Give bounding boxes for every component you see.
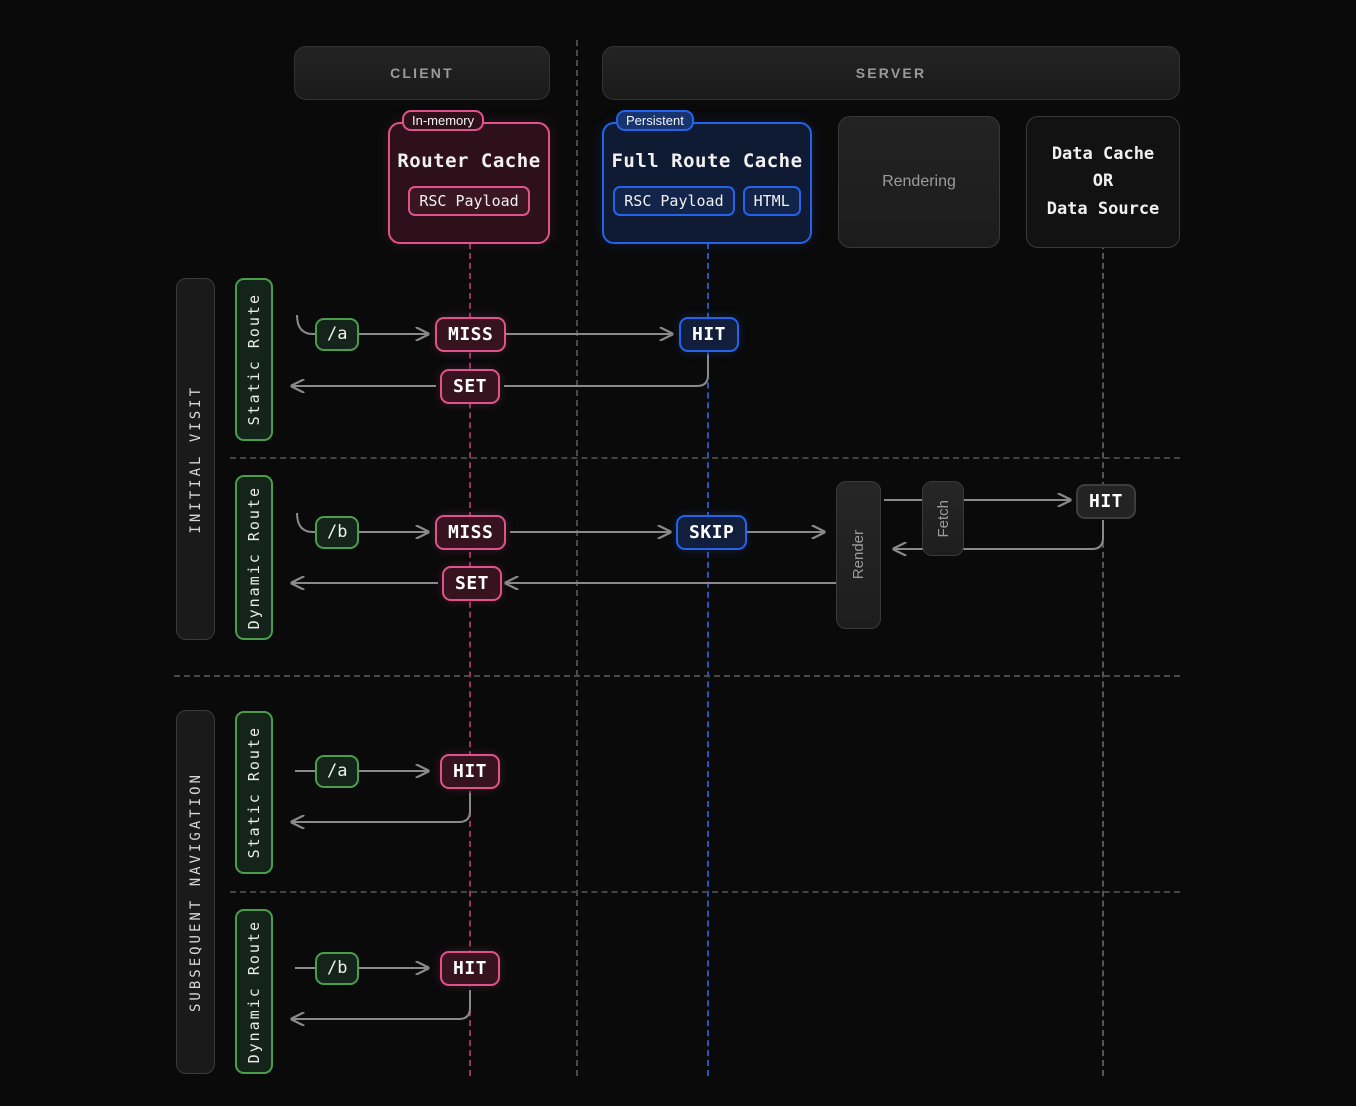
- lane-header-server: SERVER: [602, 46, 1180, 100]
- router-cache-title: Router Cache: [397, 150, 541, 172]
- data-cache-status-row2: HIT: [1076, 484, 1137, 520]
- full-route-cache-status-row2: SKIP: [676, 515, 748, 551]
- data-cache-or-data-source-box: Data Cache OR Data Source: [1026, 116, 1180, 248]
- full-route-cache-chip-html: HTML: [742, 186, 801, 216]
- path-pill-row4[interactable]: /b: [315, 952, 360, 985]
- route-label-static-initial: Static Route: [235, 278, 273, 441]
- router-cache-status-row2: MISS: [435, 515, 507, 551]
- full-route-cache-chips: RSC Payload HTML: [613, 186, 801, 216]
- route-label-static-initial-text: Static Route: [245, 293, 263, 426]
- full-route-cache-status-row1: HIT: [679, 317, 740, 353]
- data-cache-lifeline: [1102, 243, 1104, 1076]
- rendering-box: Rendering: [838, 116, 1000, 248]
- router-cache-status-row4: HIT: [440, 951, 501, 987]
- lane-header-client-label: CLIENT: [390, 65, 454, 81]
- render-process-label: Render: [850, 530, 867, 580]
- full-route-cache-box: Persistent Full Route Cache RSC Payload …: [602, 110, 812, 244]
- fetch-process-box: Fetch: [922, 481, 964, 556]
- route-label-dynamic-initial: Dynamic Route: [235, 475, 273, 640]
- row-separator-initial: [230, 457, 1180, 459]
- router-cache-chips: RSC Payload: [408, 186, 530, 216]
- data-source-line-3: Data Source: [1046, 198, 1160, 219]
- router-cache-status-row3: HIT: [440, 754, 501, 790]
- full-route-cache-title: Full Route Cache: [611, 150, 803, 172]
- rendering-box-label: Rendering: [882, 173, 956, 190]
- router-cache-box: In-memory Router Cache RSC Payload: [388, 110, 550, 244]
- full-route-cache-lifeline: [707, 243, 709, 1076]
- route-label-dynamic-initial-text: Dynamic Route: [245, 485, 263, 630]
- route-label-static-subsequent: Static Route: [235, 711, 273, 874]
- route-label-static-subsequent-text: Static Route: [245, 726, 263, 859]
- fetch-process-label: Fetch: [934, 499, 952, 538]
- section-label-subsequent-navigation-text: SUBSEQUENT NAVIGATION: [187, 771, 204, 1012]
- full-route-cache-tag: Persistent: [616, 110, 694, 131]
- path-pill-row3[interactable]: /a: [315, 755, 360, 788]
- lane-header-server-label: SERVER: [855, 65, 927, 81]
- path-pill-row2[interactable]: /b: [315, 516, 360, 549]
- section-label-initial-visit-text: INITIAL VISIT: [187, 384, 204, 534]
- router-cache-chip-rsc-payload: RSC Payload: [408, 186, 530, 216]
- route-label-dynamic-subsequent: Dynamic Route: [235, 909, 273, 1074]
- data-source-line-2: OR: [1092, 171, 1114, 192]
- row-separator-subsequent: [230, 891, 1180, 893]
- router-cache-status-row1: MISS: [435, 317, 507, 353]
- router-cache-set-row2: SET: [442, 566, 503, 602]
- data-source-line-1: Data Cache: [1051, 143, 1155, 164]
- router-cache-lifeline: [469, 243, 471, 1076]
- path-pill-row1[interactable]: /a: [315, 318, 360, 351]
- route-label-dynamic-subsequent-text: Dynamic Route: [245, 919, 263, 1064]
- section-label-subsequent-navigation: SUBSEQUENT NAVIGATION: [176, 710, 215, 1074]
- render-process-box: Render: [836, 481, 881, 629]
- lane-header-client: CLIENT: [294, 46, 550, 100]
- router-cache-set-row1: SET: [440, 369, 501, 405]
- router-cache-tag: In-memory: [402, 110, 485, 131]
- section-separator: [174, 675, 1180, 677]
- client-server-divider-line: [576, 40, 578, 1076]
- full-route-cache-chip-rsc-payload: RSC Payload: [613, 186, 735, 216]
- section-label-initial-visit: INITIAL VISIT: [176, 278, 215, 640]
